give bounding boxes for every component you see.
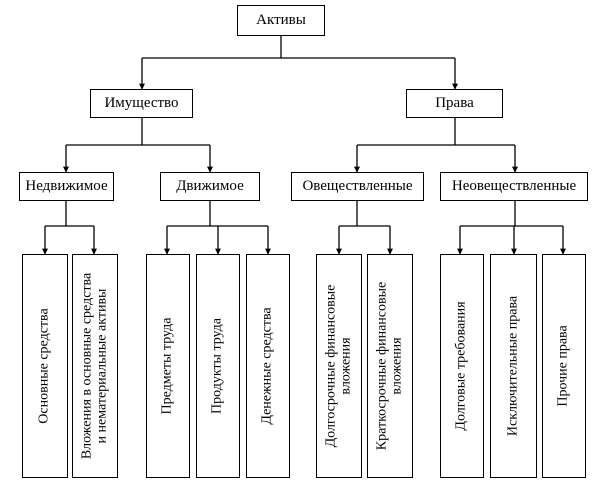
leaf-investments: Вложения в основные средства и нематериа… [72,254,118,478]
root-connector [139,36,458,90]
non-materialized-connector [457,201,566,255]
leaf-debt-claims-label: Долговые требования [453,301,469,431]
node-assets-label: Активы [256,12,306,28]
node-property: Имущество [90,89,193,118]
node-materialized: Овеществленные [291,172,424,201]
leaf-long-term-investments-label: Долгосрочные финансовые вложения [323,284,353,448]
leaf-other-rights: Прочие права [542,254,586,478]
node-immovable-label: Недвижимое [25,178,108,194]
property-connector [63,118,213,173]
leaf-debt-claims: Долговые требования [440,254,484,478]
leaf-long-term-investments: Долгосрочные финансовые вложения [316,254,362,478]
leaf-short-term-investments-label: Краткосрочные финансовые вложения [374,281,404,451]
leaf-other-rights-label: Прочие права [555,325,571,407]
leaf-exclusive-rights: Исключительные права [490,254,537,478]
node-non-materialized-label: Неовеществленные [451,178,577,194]
leaf-fixed-assets: Основные средства [22,254,68,478]
leaf-work-products-label: Продукты труда [209,317,225,415]
rights-connector [354,118,518,173]
leaf-exclusive-rights-label: Исключительные права [505,295,521,437]
immovable-connector [42,201,97,255]
leaf-cash-label: Денежные средства [259,307,275,425]
materialized-connector [336,201,393,255]
node-materialized-label: Овеществленные [302,178,413,194]
leaf-investments-line-2: и нематериальные активы [94,288,109,444]
leaf-fixed-assets-label: Основные средства [36,308,52,424]
leaf-short-term-line-2: вложения [389,337,404,395]
leaf-work-objects: Предметы труда [146,254,190,478]
node-movable: Движимое [160,172,260,201]
leaf-short-term-line-1: Краткосрочные финансовые [374,281,390,451]
leaf-work-objects-label: Предметы труда [159,317,175,415]
movable-connector [164,201,271,255]
leaf-short-term-investments: Краткосрочные финансовые вложения [367,254,413,478]
leaf-investments-label: Вложения в основные средства и нематериа… [79,272,109,460]
leaf-long-term-line-1: Долгосрочные финансовые [323,284,339,448]
node-assets: Активы [237,5,325,36]
leaf-work-products: Продукты труда [196,254,240,478]
node-non-materialized: Неовеществленные [440,172,588,201]
node-rights: Права [406,89,503,118]
node-rights-label: Права [435,95,474,111]
node-movable-label: Движимое [176,178,244,194]
leaf-investments-line-1: Вложения в основные средства [79,272,95,460]
leaf-long-term-line-2: вложения [338,337,353,395]
node-immovable: Недвижимое [19,172,114,201]
leaf-cash: Денежные средства [246,254,290,478]
node-property-label: Имущество [104,95,179,111]
